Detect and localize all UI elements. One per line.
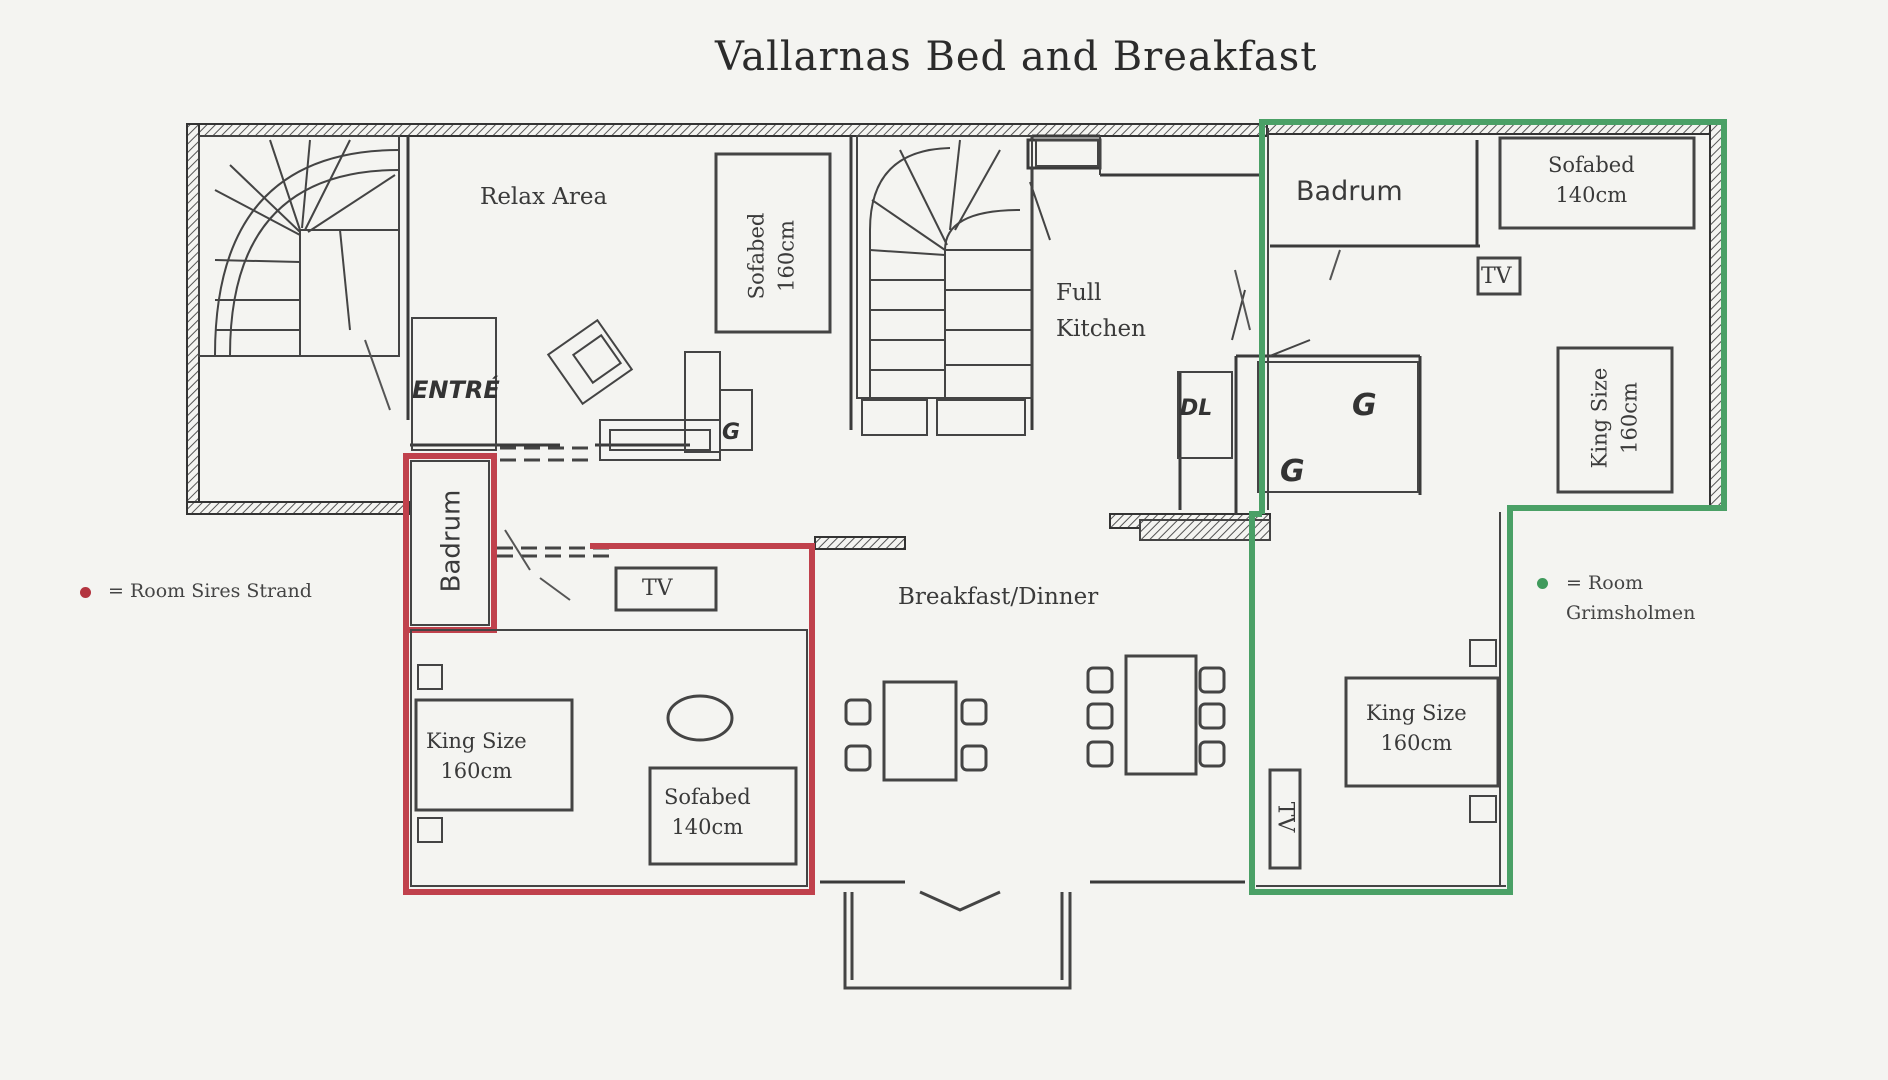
nightstand-1 — [417, 664, 443, 690]
nightstand-3 — [1469, 639, 1497, 667]
sofabed-140-green-label-2: 140cm — [1555, 183, 1628, 207]
king-green-right-label: King Size 160cm — [1584, 368, 1644, 469]
room-grimsholmen-outline — [1249, 119, 1727, 895]
sofabed-140-red-label: Sofabed 140cm — [664, 782, 751, 842]
entrance-dashes — [497, 446, 610, 558]
sofabed-160-label-2: 160cm — [774, 220, 799, 292]
sofabed-160-label: Sofabed 160cm — [741, 213, 801, 300]
tv-green-top — [1476, 256, 1522, 296]
tv-green-top-label: TV — [1481, 264, 1512, 289]
tv-red-label: TV — [642, 576, 673, 601]
king-green-lower-label-2: 160cm — [1380, 731, 1453, 755]
interior-walls — [406, 134, 1480, 884]
room-sires-strand-outline — [403, 453, 815, 895]
legend-red-label: = Room Sires Strand — [108, 580, 312, 602]
balcony — [843, 890, 1072, 990]
legend-green-label-2: Grimsholmen — [1566, 602, 1696, 624]
room-label-badrum-top: Badrum — [1296, 176, 1403, 207]
room-label-badrum-left: Badrum — [436, 489, 467, 593]
king-red-label: King Size 160cm — [426, 726, 527, 786]
tv-green-lower-label: TV — [1272, 801, 1298, 833]
king-bed-green-right — [1556, 346, 1674, 494]
nightstand-2 — [417, 817, 443, 843]
g2-label: G — [1352, 388, 1377, 423]
nightstand-4 — [1469, 795, 1497, 823]
kitchen-walls — [1029, 136, 1311, 357]
sofabed-140-red — [648, 766, 798, 866]
king-green-lower-label: King Size 160cm — [1366, 698, 1467, 758]
tv-red — [614, 566, 718, 612]
g3-label: G — [1280, 454, 1305, 489]
entry-structures — [411, 317, 1419, 541]
sofabed-140-green-label: Sofabed 140cm — [1548, 150, 1635, 210]
king-bed-red — [414, 698, 574, 812]
king-green-right-label-2: 160cm — [1617, 382, 1642, 454]
king-red-label-1: King Size — [426, 729, 527, 753]
king-green-lower-label-1: King Size — [1366, 701, 1467, 725]
room-label-relax-area: Relax Area — [480, 184, 608, 210]
room-label-breakfast-dinner: Breakfast/Dinner — [898, 584, 1099, 610]
dining-tables — [844, 654, 1226, 782]
king-bed-green-lower — [1344, 676, 1500, 788]
staircase-left — [198, 135, 400, 357]
room-label-full-kitchen-2: Kitchen — [1056, 316, 1146, 342]
page-title: Vallarnas Bed and Breakfast — [715, 34, 1318, 80]
legend-red-dot — [80, 587, 91, 598]
entre-label: ENTRÉ — [412, 376, 500, 404]
legend-green-dot — [1537, 578, 1548, 589]
king-red-label-2: 160cm — [440, 759, 513, 783]
staircase-middle — [856, 135, 1099, 436]
table-oval — [666, 694, 734, 742]
room-grimsholmen-walls — [1256, 128, 1506, 887]
g1-label: G — [722, 420, 741, 445]
legend-green-label-1: = Room — [1566, 572, 1644, 594]
room-sires-strand-walls — [410, 460, 808, 887]
tv-green-lower — [1268, 768, 1302, 870]
king-green-right-label-1: King Size — [1587, 367, 1612, 469]
dl-label: DL — [1180, 396, 1213, 421]
sofabed-160 — [714, 152, 832, 334]
sofabed-140-green-label-1: Sofabed — [1548, 153, 1635, 177]
sofabed-140-green — [1498, 136, 1696, 230]
sofabed-140-red-label-2: 140cm — [671, 815, 744, 839]
door-swings — [364, 249, 1341, 601]
room-label-full-kitchen-1: Full — [1056, 280, 1102, 306]
sofabed-160-label-1: Sofabed — [744, 212, 769, 300]
sofabed-140-red-label-1: Sofabed — [664, 785, 751, 809]
